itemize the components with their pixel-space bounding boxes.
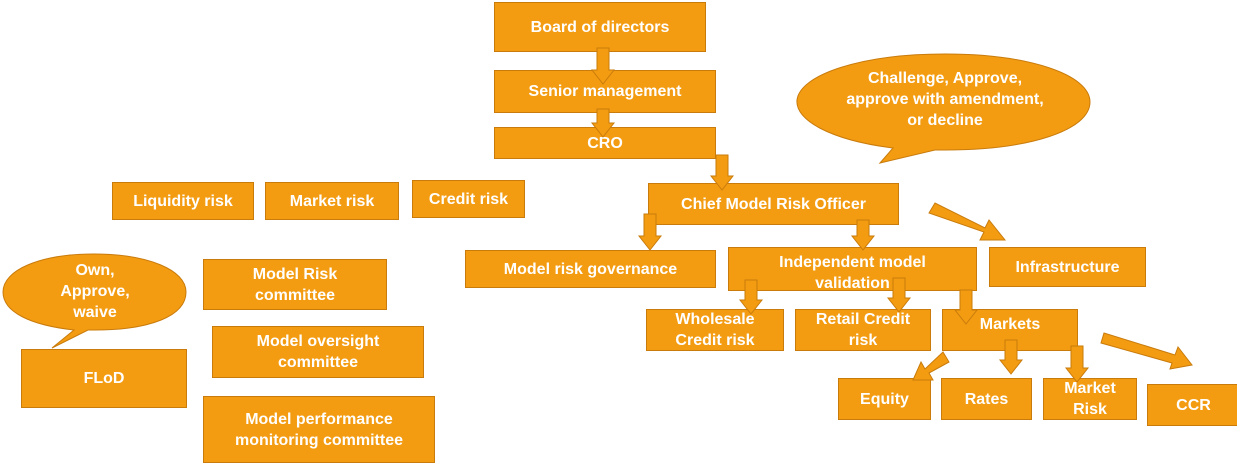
board-of-directors-box: Board of directors bbox=[494, 2, 706, 52]
retail-credit-risk-box: Retail Credit risk bbox=[795, 309, 931, 351]
equity-box: Equity bbox=[838, 378, 931, 420]
senior-management-box: Senior management bbox=[494, 70, 716, 113]
flod-box: FLoD bbox=[21, 349, 187, 408]
ccr-box: CCR bbox=[1147, 384, 1237, 426]
chief-model-risk-officer-box: Chief Model Risk Officer bbox=[648, 183, 899, 225]
diagonal-arrow-infrastructure bbox=[928, 202, 1007, 241]
down-arrow-validation-retail bbox=[886, 277, 912, 313]
diagonal-arrow-ccr bbox=[1100, 332, 1193, 370]
model-oversight-committee-box: Model oversight committee bbox=[212, 326, 424, 378]
credit-risk-box: Credit risk bbox=[412, 180, 525, 218]
diagonal-arrow-markets-equity bbox=[912, 351, 950, 381]
independent-model-validation-box: Independent model validation bbox=[728, 247, 977, 292]
infrastructure-box: Infrastructure bbox=[989, 247, 1146, 287]
challenge-callout-bubble bbox=[796, 53, 1091, 164]
model-risk-governance-box: Model risk governance bbox=[465, 250, 716, 288]
down-arrow-board-senior bbox=[590, 47, 616, 85]
down-arrow-markets-marketrisk bbox=[1064, 345, 1090, 383]
down-arrow-cro-cmro bbox=[709, 154, 735, 191]
down-arrow-cmro-validation bbox=[850, 219, 876, 251]
rates-box: Rates bbox=[941, 378, 1032, 420]
own-callout-text: Own, Approve, waive bbox=[60, 262, 130, 321]
model-performance-monitoring-committee-box: Model performance monitoring committee bbox=[203, 396, 435, 463]
down-arrow-cmro-governance bbox=[637, 213, 663, 251]
own-callout-bubble bbox=[2, 253, 187, 349]
down-arrow-validation-markets bbox=[953, 289, 979, 325]
down-arrow-senior-cro bbox=[590, 108, 616, 138]
down-arrow-markets-rates bbox=[998, 339, 1024, 375]
liquidity-risk-box: Liquidity risk bbox=[112, 182, 254, 220]
wholesale-credit-risk-box: Wholesale Credit risk bbox=[646, 309, 784, 351]
market-risk-box: Market risk bbox=[265, 182, 399, 220]
challenge-callout-text: Challenge, Approve, approve with amendme… bbox=[846, 70, 1044, 129]
model-risk-committee-box: Model Risk committee bbox=[203, 259, 387, 310]
market-risk-sub-box: Market Risk bbox=[1043, 378, 1137, 420]
down-arrow-validation-wholesale bbox=[738, 279, 764, 315]
